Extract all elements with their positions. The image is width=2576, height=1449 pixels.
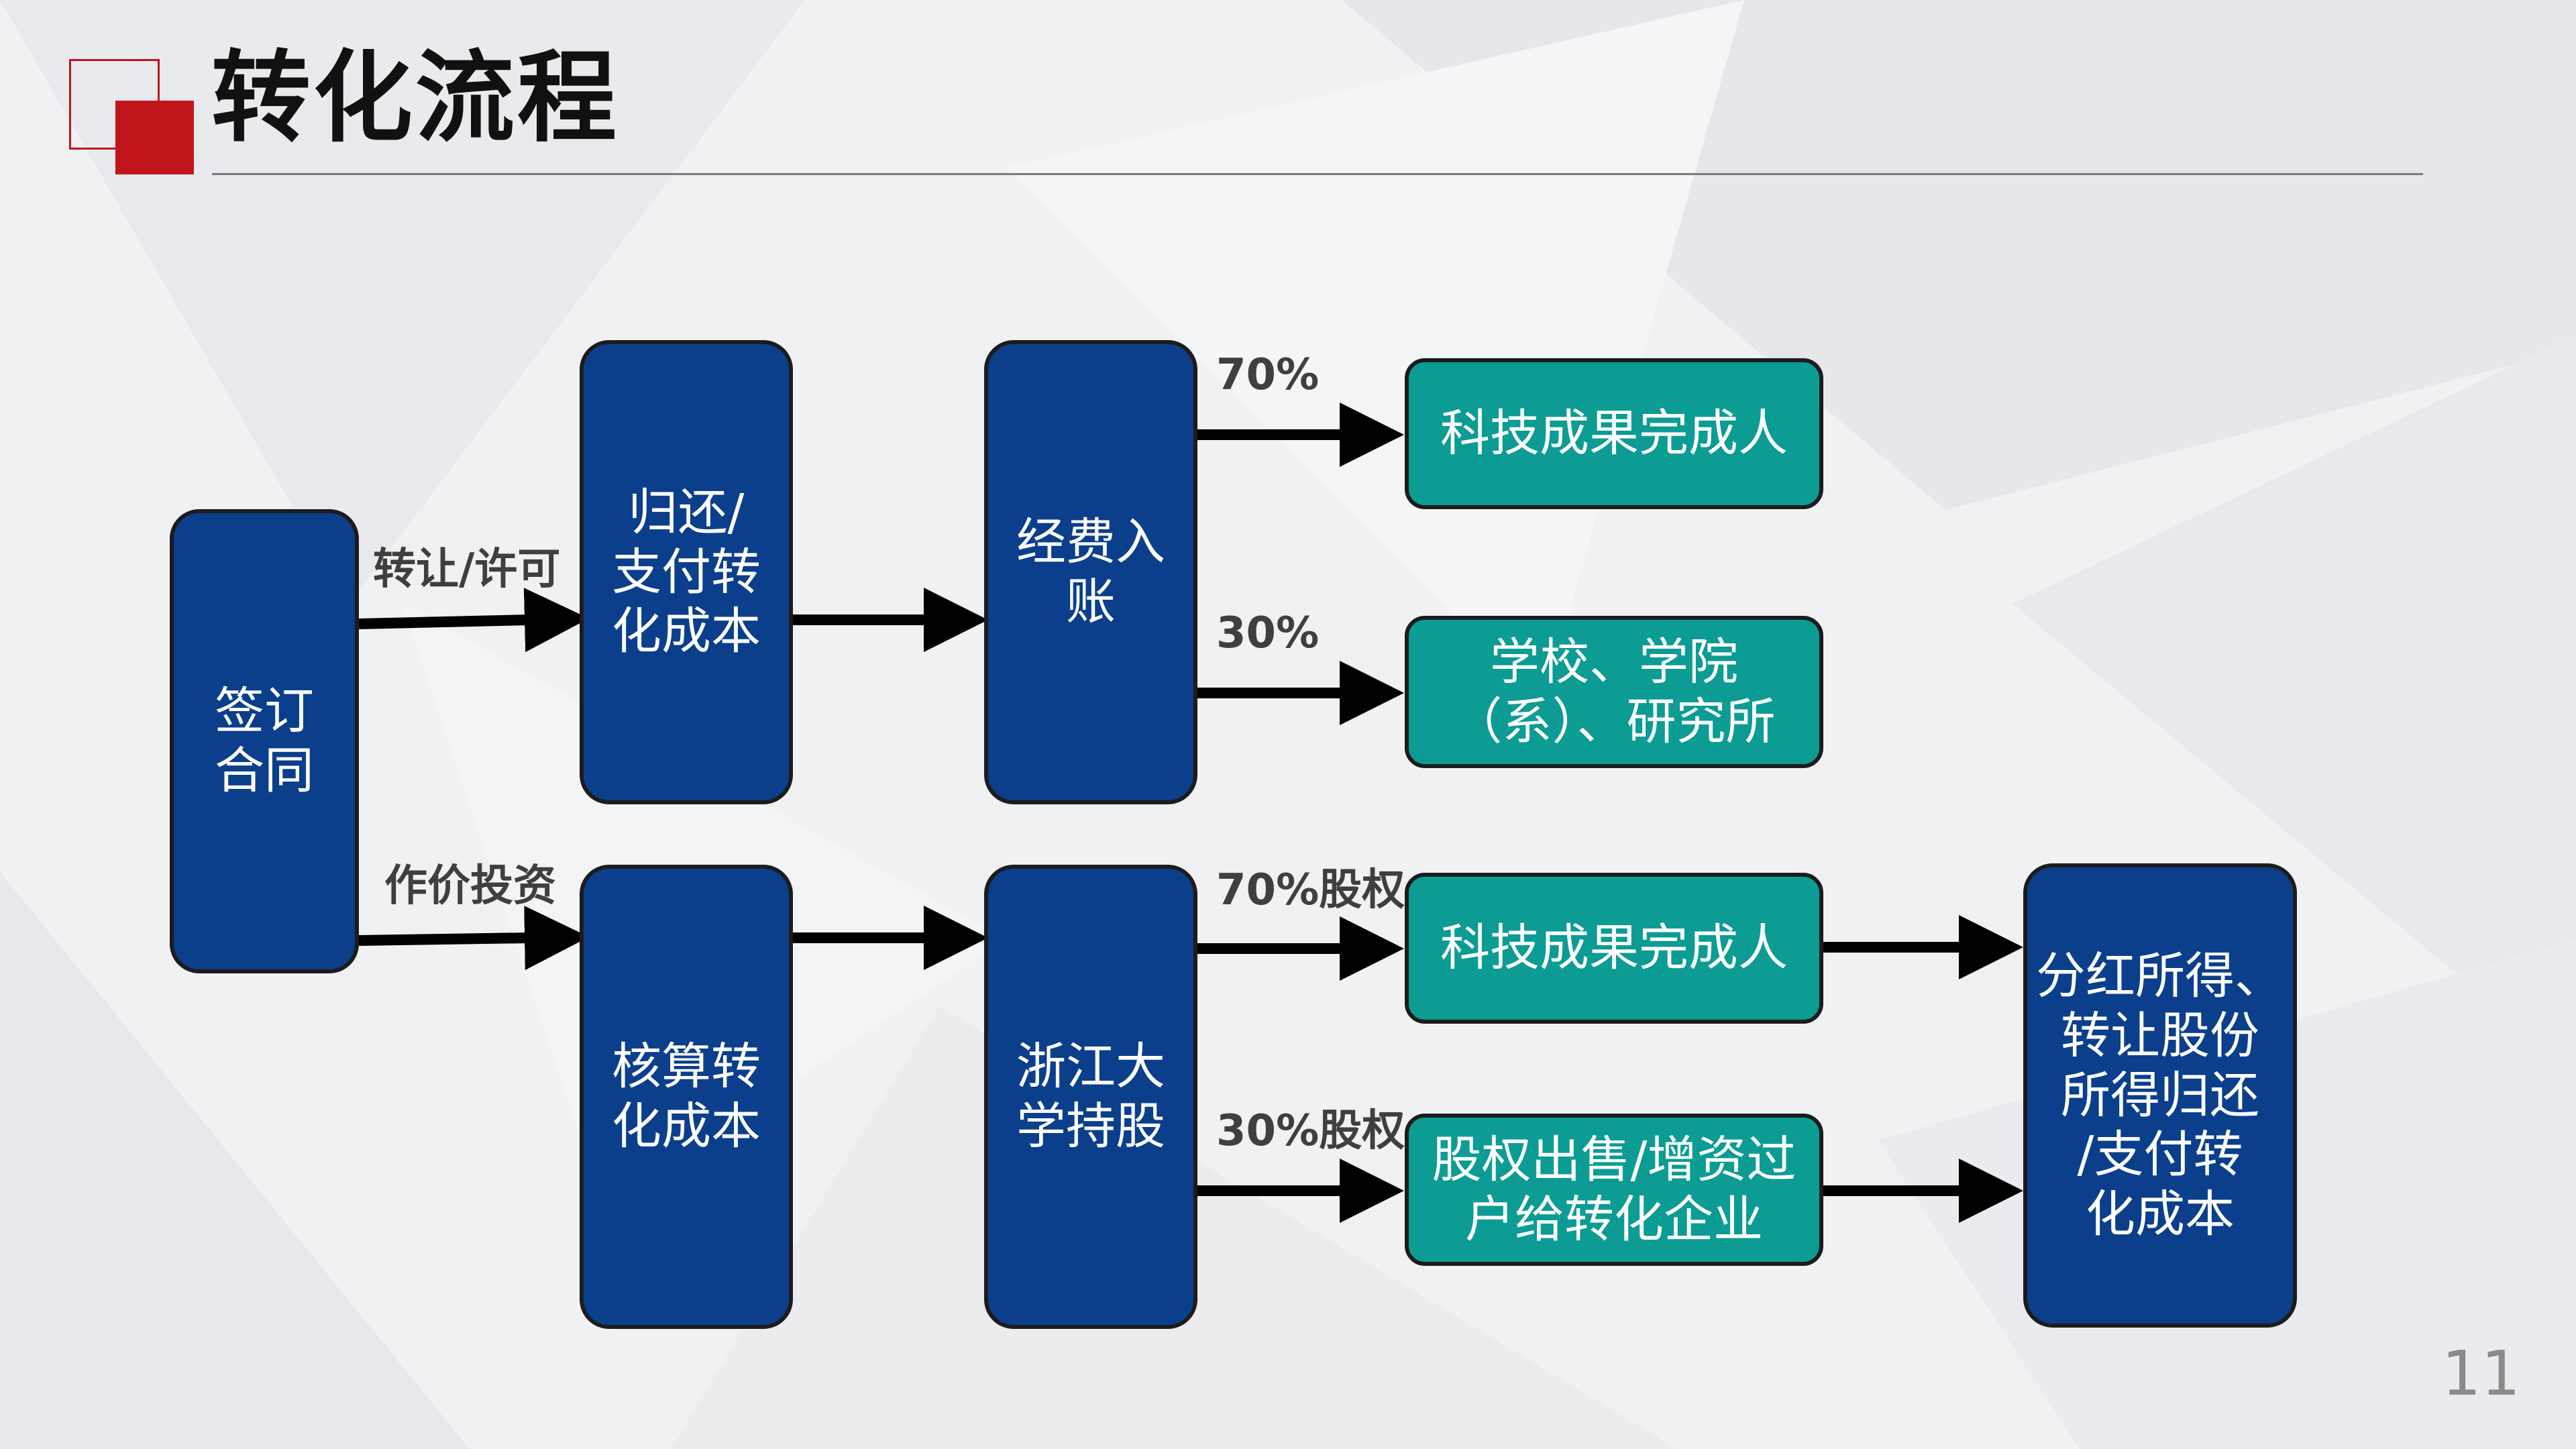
- zju-shares-box: 浙江大 学持股: [984, 865, 1197, 1329]
- calc-cost-text: 核算转 化成本: [612, 1038, 761, 1155]
- label-30-equity: 30%股权: [1216, 1106, 1405, 1156]
- title-divider: [212, 173, 2423, 175]
- arrow-contract-to-return: [358, 588, 589, 653]
- achiever-top-text: 科技成果完成人: [1440, 405, 1788, 463]
- dividend-text: 分红所得、 转让股份 所得归还 /支付转 化成本: [2036, 947, 2284, 1244]
- sign-contract-text: 签订 合同: [215, 682, 314, 800]
- label-70-top: 70%: [1216, 350, 1320, 400]
- label-70-equity: 70%股权: [1216, 865, 1405, 915]
- label-transfer-license: 转让/许可: [373, 545, 561, 594]
- dividend-box: 分红所得、 转让股份 所得归还 /支付转 化成本: [2023, 863, 2297, 1328]
- page-number: 11: [2441, 1338, 2520, 1409]
- return-cost-text: 归还/ 支付转 化成本: [612, 483, 761, 661]
- achiever-bottom-box: 科技成果完成人: [1405, 873, 1823, 1024]
- school-text: 学校、学院 （系）、研究所: [1452, 633, 1776, 751]
- logo-filled-square: [115, 101, 194, 174]
- calc-cost-box: 核算转 化成本: [580, 865, 793, 1329]
- sign-contract-box: 签订 合同: [170, 509, 359, 973]
- page-title: 转化流程: [211, 40, 619, 156]
- return-cost-box: 归还/ 支付转 化成本: [580, 340, 793, 804]
- label-equity-investment: 作价投资: [384, 861, 556, 911]
- equity-sale-text: 股权出售/增资过 户给转化企业: [1432, 1130, 1796, 1248]
- arrow-contract-to-calc: [358, 906, 589, 971]
- achiever-bottom-text: 科技成果完成人: [1440, 919, 1788, 977]
- funds-entry-box: 经费入 账: [984, 340, 1197, 804]
- school-box: 学校、学院 （系）、研究所: [1405, 616, 1823, 768]
- funds-entry-text: 经费入 账: [1016, 513, 1165, 631]
- zju-shares-text: 浙江大 学持股: [1016, 1038, 1165, 1155]
- achiever-top-box: 科技成果完成人: [1405, 358, 1823, 509]
- equity-sale-box: 股权出售/增资过 户给转化企业: [1405, 1114, 1823, 1266]
- label-30-top: 30%: [1216, 608, 1320, 658]
